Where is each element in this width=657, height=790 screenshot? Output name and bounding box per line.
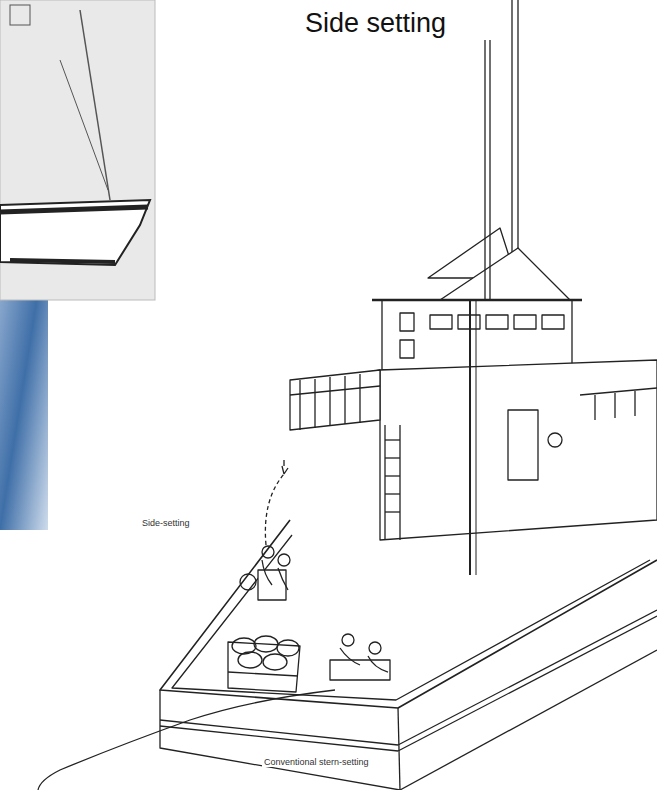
method-label: Side-setting [140,518,192,528]
fishing-vessel [38,0,657,790]
inset-boat [0,0,155,300]
figure-title: Side setting [305,8,446,39]
method-label: Conventional stern-setting [262,757,371,767]
